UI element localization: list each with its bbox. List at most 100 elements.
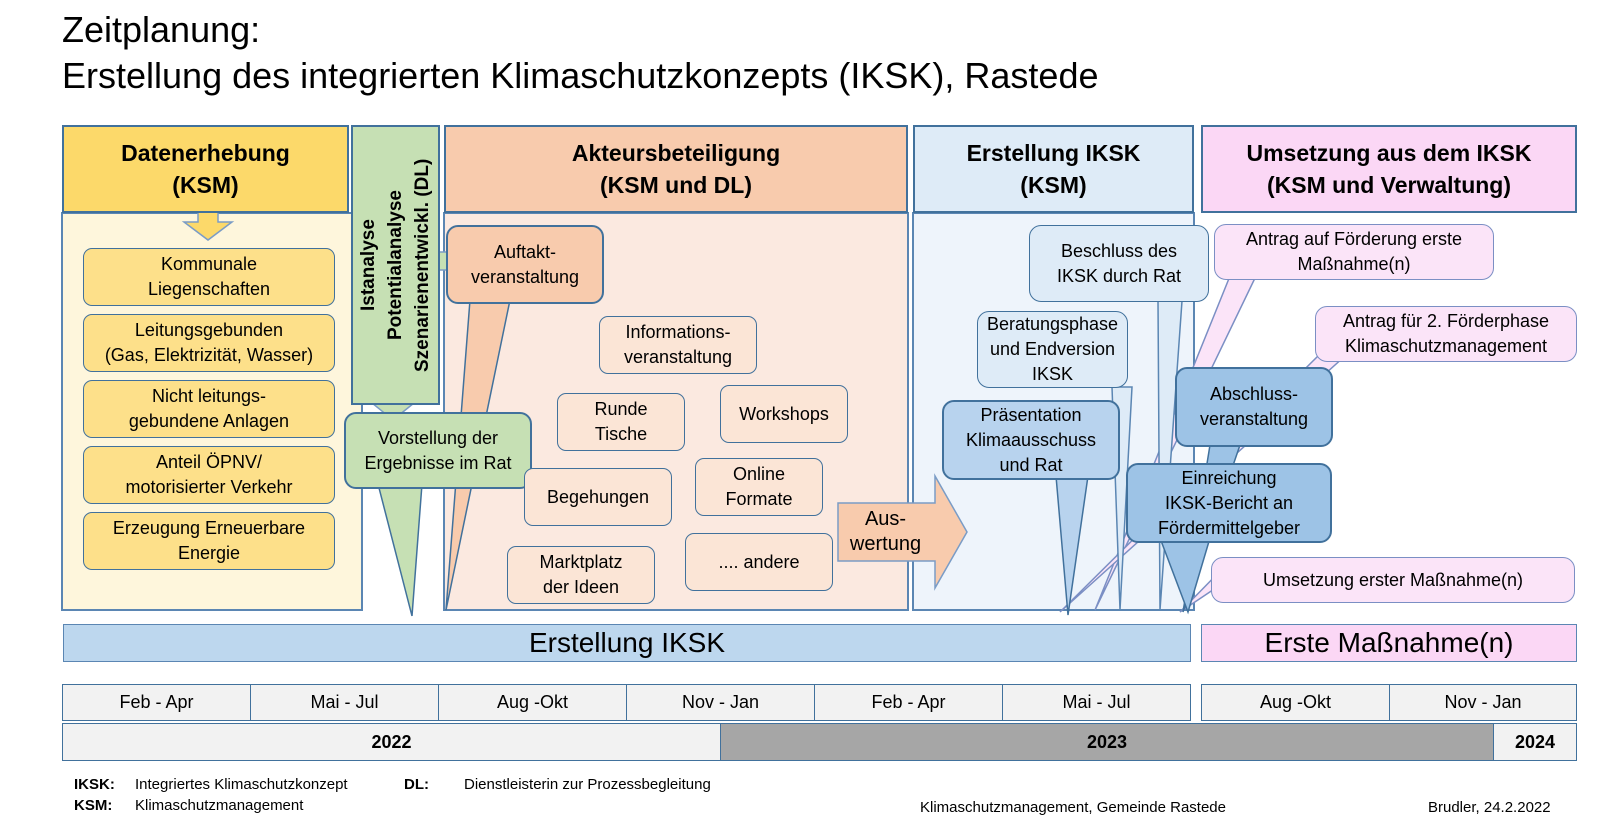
legend-text-dl: Dienstleisterin zur Prozessbegleitung bbox=[464, 776, 711, 793]
auswertung-label: Aus- wertung bbox=[838, 503, 933, 561]
item-text: Online bbox=[732, 464, 786, 484]
arrow-text: wertung bbox=[849, 533, 922, 555]
legend-abbr-dl: DL: bbox=[404, 776, 429, 793]
page-title-line1: Zeitplanung: bbox=[62, 9, 261, 50]
item-text: Erzeugung Erneuerbare bbox=[112, 518, 306, 538]
item-text: veranstaltung bbox=[623, 347, 733, 367]
period-cell: Nov - Jan bbox=[1389, 684, 1577, 721]
data-item-leitungsgebunden: Leitungsgebunden (Gas, Elektrizität, Was… bbox=[83, 314, 335, 372]
data-item-oepnv: Anteil ÖPNV/ motorisierter Verkehr bbox=[83, 446, 335, 504]
period-cell: Feb - Apr bbox=[814, 684, 1003, 721]
callout-text: Ergebnisse im Rat bbox=[364, 452, 512, 473]
auftakt-callout: Auftakt- veranstaltung bbox=[446, 225, 604, 304]
phase-header-analyse: Istanalyse Potentialanalyse Szenarienent… bbox=[351, 125, 440, 405]
item-text: Begehungen bbox=[546, 486, 650, 507]
item-text: motorisierter Verkehr bbox=[125, 477, 293, 497]
legend-text-iksk: Integriertes Klimaschutzkonzept bbox=[135, 776, 348, 793]
item-text: Informations- bbox=[625, 322, 731, 342]
callout-text: Beratungsphase bbox=[986, 314, 1119, 334]
callout-text: Auftakt- bbox=[493, 241, 557, 262]
callout-text: veranstaltung bbox=[1199, 409, 1309, 429]
phase-subtitle: Potentialanalyse bbox=[385, 190, 406, 340]
period-cell: Mai - Jul bbox=[250, 684, 439, 721]
legend-abbr-ksm: KSM: bbox=[74, 797, 113, 814]
item-online-formate: Online Formate bbox=[695, 458, 823, 516]
antrag1-callout: Antrag auf Förderung erste Maßnahme(n) bbox=[1214, 224, 1494, 280]
callout-text: Beschluss des bbox=[1060, 240, 1178, 261]
phase-header-akteursbeteiligung: Akteursbeteiligung (KSM und DL) bbox=[444, 125, 908, 213]
callout-text: Klimaausschuss bbox=[965, 429, 1097, 450]
item-marktplatz-der-ideen: Marktplatz der Ideen bbox=[507, 546, 655, 604]
phase-subtitle: (KSM und DL) bbox=[599, 172, 752, 198]
phase-header-umsetzung: Umsetzung aus dem IKSK (KSM und Verwaltu… bbox=[1201, 125, 1577, 213]
beratung-callout: Beratungsphase und Endversion IKSK bbox=[977, 311, 1128, 388]
data-item-kommunale-liegenschaften: Kommunale Liegenschaften bbox=[83, 248, 335, 306]
item-text: Anteil ÖPNV/ bbox=[155, 452, 263, 472]
callout-text: IKSK bbox=[1031, 364, 1074, 384]
item-text: Liegenschaften bbox=[147, 279, 271, 299]
item-text: Energie bbox=[177, 543, 241, 563]
callout-text: und Endversion bbox=[989, 339, 1116, 359]
callout-text: IKSK-Bericht an bbox=[1164, 492, 1294, 513]
footer-organisation: Klimaschutzmanagement, Gemeinde Rastede bbox=[920, 799, 1226, 816]
phase-header-datenerhebung: Datenerhebung (KSM) bbox=[62, 125, 349, 213]
callout-text: Vorstellung der bbox=[377, 427, 499, 448]
footer-author-date: Brudler, 24.2.2022 bbox=[1428, 799, 1551, 816]
period-cell: Aug -Okt bbox=[438, 684, 627, 721]
callout-text: und Rat bbox=[999, 454, 1063, 475]
item-text: Nicht leitungs- bbox=[151, 386, 267, 406]
callout-text: Fördermittelgeber bbox=[1157, 517, 1301, 538]
item-text: Leitungsgebunden bbox=[134, 320, 284, 340]
period-cell: Mai - Jul bbox=[1002, 684, 1191, 721]
phase-subtitle: (KSM) bbox=[1020, 172, 1087, 198]
phase-title: Erstellung IKSK bbox=[966, 140, 1141, 166]
callout-text: Antrag auf Förderung erste bbox=[1245, 229, 1463, 249]
phase-subtitle: (KSM und Verwaltung) bbox=[1266, 172, 1512, 198]
callout-text: Präsentation bbox=[980, 404, 1082, 425]
year-cell-2023: 2023 bbox=[720, 723, 1494, 761]
year-cell-2022: 2022 bbox=[62, 723, 721, 761]
callout-text: veranstaltung bbox=[470, 266, 580, 287]
callout-text: IKSK durch Rat bbox=[1056, 265, 1182, 286]
phase-subtitle: (KSM) bbox=[172, 172, 239, 198]
erste-umsetzung-callout: Umsetzung erster Maßnahme(n) bbox=[1211, 557, 1575, 603]
item-workshops: Workshops bbox=[720, 385, 848, 443]
auswertung-arrow-icon bbox=[837, 473, 968, 591]
item-text: der Ideen bbox=[542, 577, 620, 597]
callout-text: Umsetzung erster Maßnahme(n) bbox=[1262, 569, 1524, 590]
phase-subtitle: Szenarienentwickl. (DL) bbox=[412, 158, 433, 372]
data-item-nicht-leitungsgebunden: Nicht leitungs- gebundene Anlagen bbox=[83, 380, 335, 438]
period-cell: Aug -Okt bbox=[1201, 684, 1390, 721]
einreichung-callout: Einreichung IKSK-Bericht an Fördermittel… bbox=[1126, 463, 1332, 543]
abschluss-callout: Abschluss- veranstaltung bbox=[1175, 367, 1333, 447]
item-andere: .... andere bbox=[685, 533, 833, 591]
legend-text-ksm: Klimaschutzmanagement bbox=[135, 797, 304, 814]
item-begehungen: Begehungen bbox=[524, 468, 672, 526]
praesentation-callout: Präsentation Klimaausschuss und Rat bbox=[942, 400, 1120, 480]
item-text: Marktplatz bbox=[539, 552, 623, 572]
item-text: Workshops bbox=[739, 403, 829, 424]
legend-abbr-iksk: IKSK: bbox=[74, 776, 115, 793]
item-runde-tische: Runde Tische bbox=[557, 393, 685, 451]
callout-text: Einreichung bbox=[1181, 467, 1277, 488]
phase-title: Akteursbeteiligung bbox=[571, 140, 781, 166]
data-item-erneuerbare-energie: Erzeugung Erneuerbare Energie bbox=[83, 512, 335, 570]
callout-text: Antrag für 2. Förderphase bbox=[1342, 311, 1550, 331]
year-cell-2024: 2024 bbox=[1493, 723, 1577, 761]
arrow-text: Aus- bbox=[864, 508, 907, 530]
vorstellung-callout: Vorstellung der Ergebnisse im Rat bbox=[344, 412, 532, 489]
item-text: Kommunale bbox=[160, 254, 258, 274]
beschluss-callout: Beschluss des IKSK durch Rat bbox=[1029, 225, 1209, 302]
phase-title: Istanalyse bbox=[358, 219, 379, 311]
page-title-line2: Erstellung des integrierten Klimaschutzk… bbox=[62, 55, 1099, 96]
callout-text: Abschluss- bbox=[1209, 384, 1299, 404]
period-cell: Nov - Jan bbox=[626, 684, 815, 721]
item-informationsveranstaltung: Informations- veranstaltung bbox=[599, 316, 757, 374]
period-cell: Feb - Apr bbox=[62, 684, 251, 721]
item-text: .... andere bbox=[718, 551, 800, 572]
item-text: Formate bbox=[725, 489, 793, 509]
item-text: (Gas, Elektrizität, Wasser) bbox=[104, 345, 314, 365]
callout-text: Klimaschutzmanagement bbox=[1344, 336, 1548, 356]
phase-title: Umsetzung aus dem IKSK bbox=[1246, 140, 1532, 166]
item-text: Tische bbox=[594, 424, 648, 444]
